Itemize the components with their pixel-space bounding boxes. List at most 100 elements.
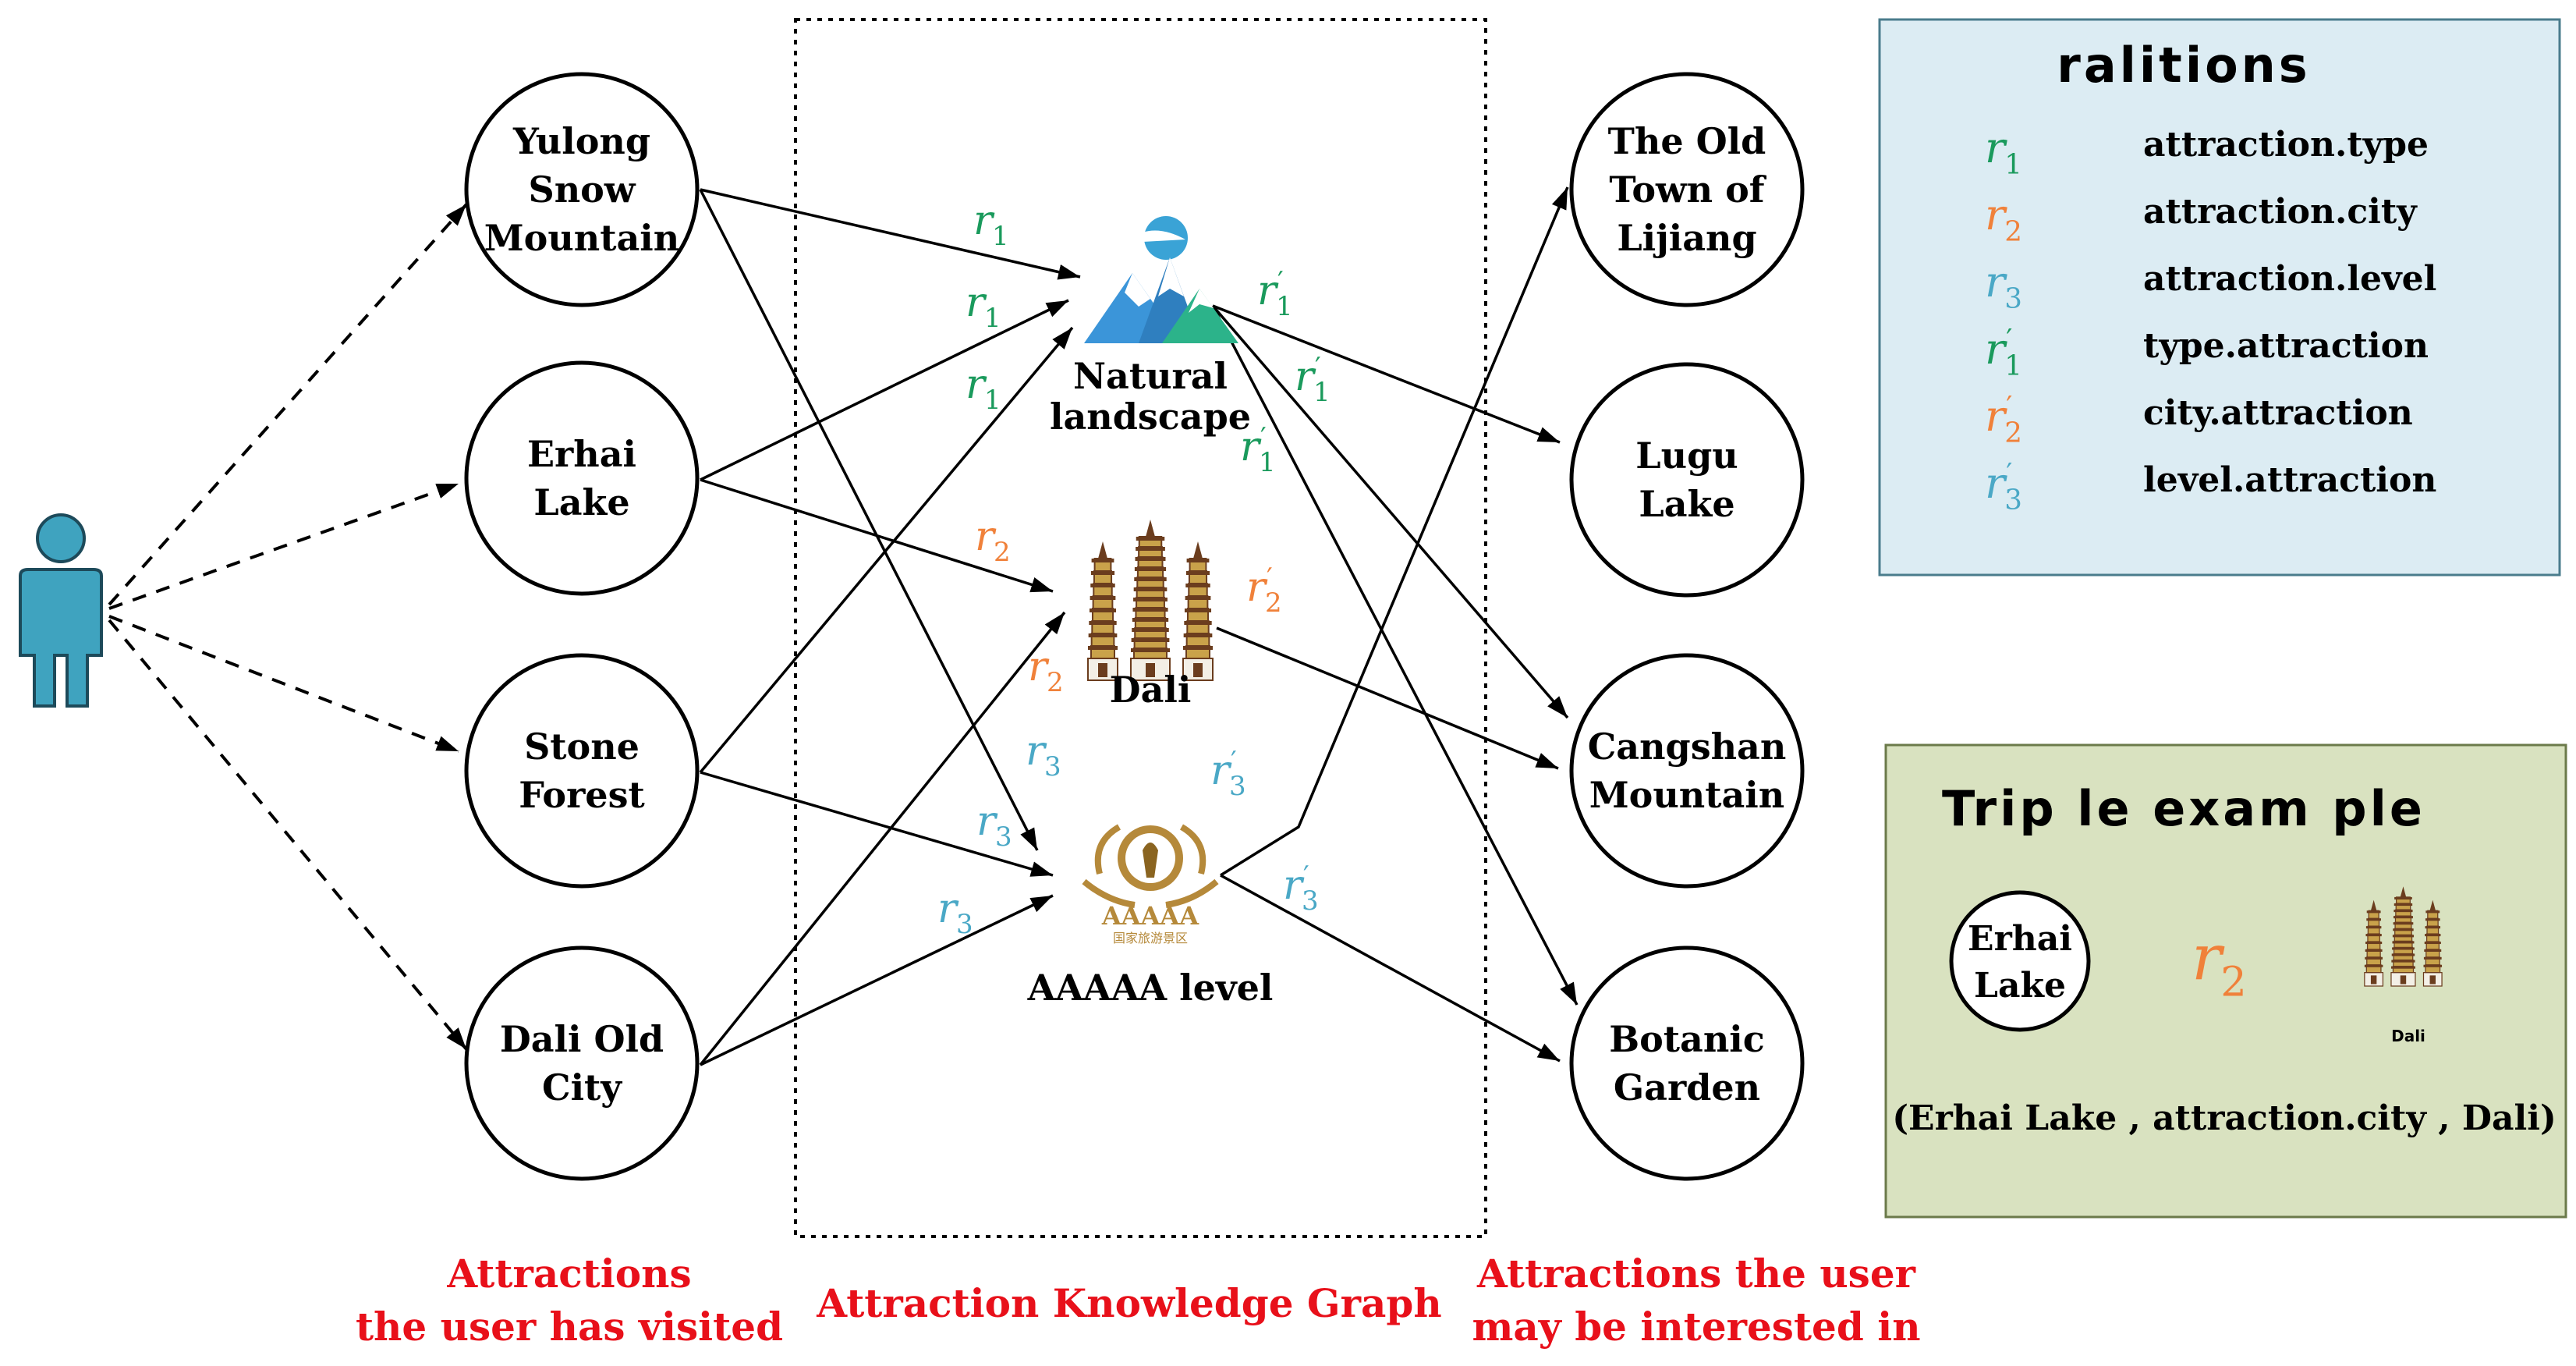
visited-nodes: YulongSnowMountainErhaiLakeStoneForestDa… (464, 72, 700, 1181)
legend-item-r2p: r′2 city.attraction (1985, 391, 2413, 449)
svg-text:3: 3 (2004, 283, 2022, 315)
recommended-node-lugu-label: Lake (1639, 483, 1734, 525)
edge-erhai-dali (700, 478, 1054, 593)
recommended-node-lijiang-label: Lijiang (1617, 217, 1756, 259)
legend-item-text: attraction.city (2143, 192, 2418, 232)
svg-text:′: ′ (1231, 746, 1237, 777)
svg-text:r: r (937, 885, 959, 932)
svg-text:2: 2 (1047, 667, 1064, 698)
svg-text:r: r (1257, 268, 1279, 314)
svg-text:3: 3 (1044, 751, 1061, 782)
legend-item-r3p: r′3 level.attraction (1985, 458, 2436, 516)
recommended-node-lugu-label: Lugu (1635, 435, 1738, 477)
user-edge-erhai (108, 482, 459, 610)
user-to-visited-edges (108, 203, 468, 1051)
svg-text:r: r (966, 361, 987, 408)
triple-tail-label: Dali (2391, 1027, 2425, 1045)
legend-item-text: type.attraction (2143, 326, 2429, 366)
user-edge-yulong (108, 203, 468, 606)
svg-text:′: ′ (2006, 391, 2012, 423)
user-icon (19, 513, 103, 708)
visited-node-yulong-label: Snow (529, 169, 636, 211)
svg-text:r: r (1026, 728, 1047, 775)
svg-text:1: 1 (1276, 291, 1293, 322)
legend-item-text: level.attraction (2143, 460, 2436, 500)
svg-text:′: ′ (1277, 266, 1284, 297)
svg-text:1: 1 (1259, 447, 1276, 478)
edge-stone-natural (699, 326, 1074, 774)
svg-text:r: r (1985, 190, 2007, 239)
edge-yulong-natural (700, 188, 1081, 280)
caption-knowledge-graph: Attraction Knowledge Graph (816, 1280, 1441, 1326)
recommended-node-lijiang-circle (1569, 72, 1805, 307)
visited-node-erhai-circle (464, 360, 700, 596)
legend-item-text: attraction.level (2143, 259, 2436, 299)
svg-text:r: r (1246, 564, 1268, 611)
visited-node-daliold-label: Dali Old (500, 1018, 664, 1060)
badge-subtext: 国家旅游景区 (1113, 931, 1188, 946)
svg-text:2: 2 (994, 537, 1011, 568)
svg-text:r: r (975, 513, 997, 560)
legend-item-text: city.attraction (2143, 393, 2413, 433)
triple-head-node (1949, 890, 2091, 1032)
recommended-node-lugu-circle (1569, 362, 1805, 598)
svg-text:1: 1 (2004, 149, 2022, 181)
svg-text:r: r (1985, 458, 2007, 508)
legend-item-text: attraction.type (2143, 125, 2429, 165)
dali-label: Dali (1110, 669, 1192, 711)
visited-node-daliold-label: City (542, 1066, 622, 1109)
kg-edges (699, 186, 1579, 1066)
recommended-node-cangshan-label: Cangshan (1588, 726, 1787, 768)
svg-text:3: 3 (1229, 771, 1246, 802)
relation-label-r3p: r′3 (1283, 860, 1319, 917)
legend-item-r1p: r′1 type.attraction (1985, 324, 2429, 382)
visited-node-daliold-circle (464, 946, 700, 1181)
relation-label-r3p: r′3 (1210, 746, 1246, 802)
svg-text:r: r (1985, 391, 2007, 441)
user-edge-daliold (108, 619, 468, 1051)
natural-label-line-2: landscape (1050, 396, 1251, 438)
edge-natural-lugu (1212, 304, 1561, 444)
user-edge-stone (108, 615, 459, 753)
svg-text:′: ′ (2006, 324, 2012, 356)
triple-text: (Erhai Lake , attraction.city , Dali) (1892, 1098, 2557, 1138)
relations-legend (1878, 18, 2561, 577)
relation-label-r2p: r′2 (1246, 562, 1282, 619)
relation-label-r3p: r′3 (1985, 458, 2022, 516)
svg-text:r: r (1210, 747, 1232, 794)
relations-legend-title: ralitions (2057, 37, 2310, 94)
svg-text:r: r (2192, 921, 2225, 995)
svg-text:2: 2 (2004, 417, 2022, 449)
caption-visited-line-2: the user has visited (356, 1304, 783, 1350)
edge-yulong-aaaaa (699, 189, 1039, 851)
svg-text:r: r (1985, 324, 2007, 374)
svg-text:1: 1 (992, 221, 1009, 252)
recommended-node-lijiang-label: Town of (1609, 169, 1766, 211)
badge-text: AAAAA (1101, 901, 1199, 931)
svg-text:′: ′ (2006, 458, 2012, 490)
svg-text:1: 1 (984, 303, 1001, 334)
svg-text:r: r (1028, 644, 1050, 690)
svg-text:r: r (1985, 257, 2007, 307)
svg-text:r: r (973, 197, 995, 244)
triple-head-line-2: Lake (1974, 966, 2066, 1006)
visited-node-yulong-label: Yulong (512, 120, 650, 162)
aaaaa-label: AAAAA level (1027, 967, 1274, 1009)
relation-label-r1p: r′1 (1985, 324, 2022, 382)
